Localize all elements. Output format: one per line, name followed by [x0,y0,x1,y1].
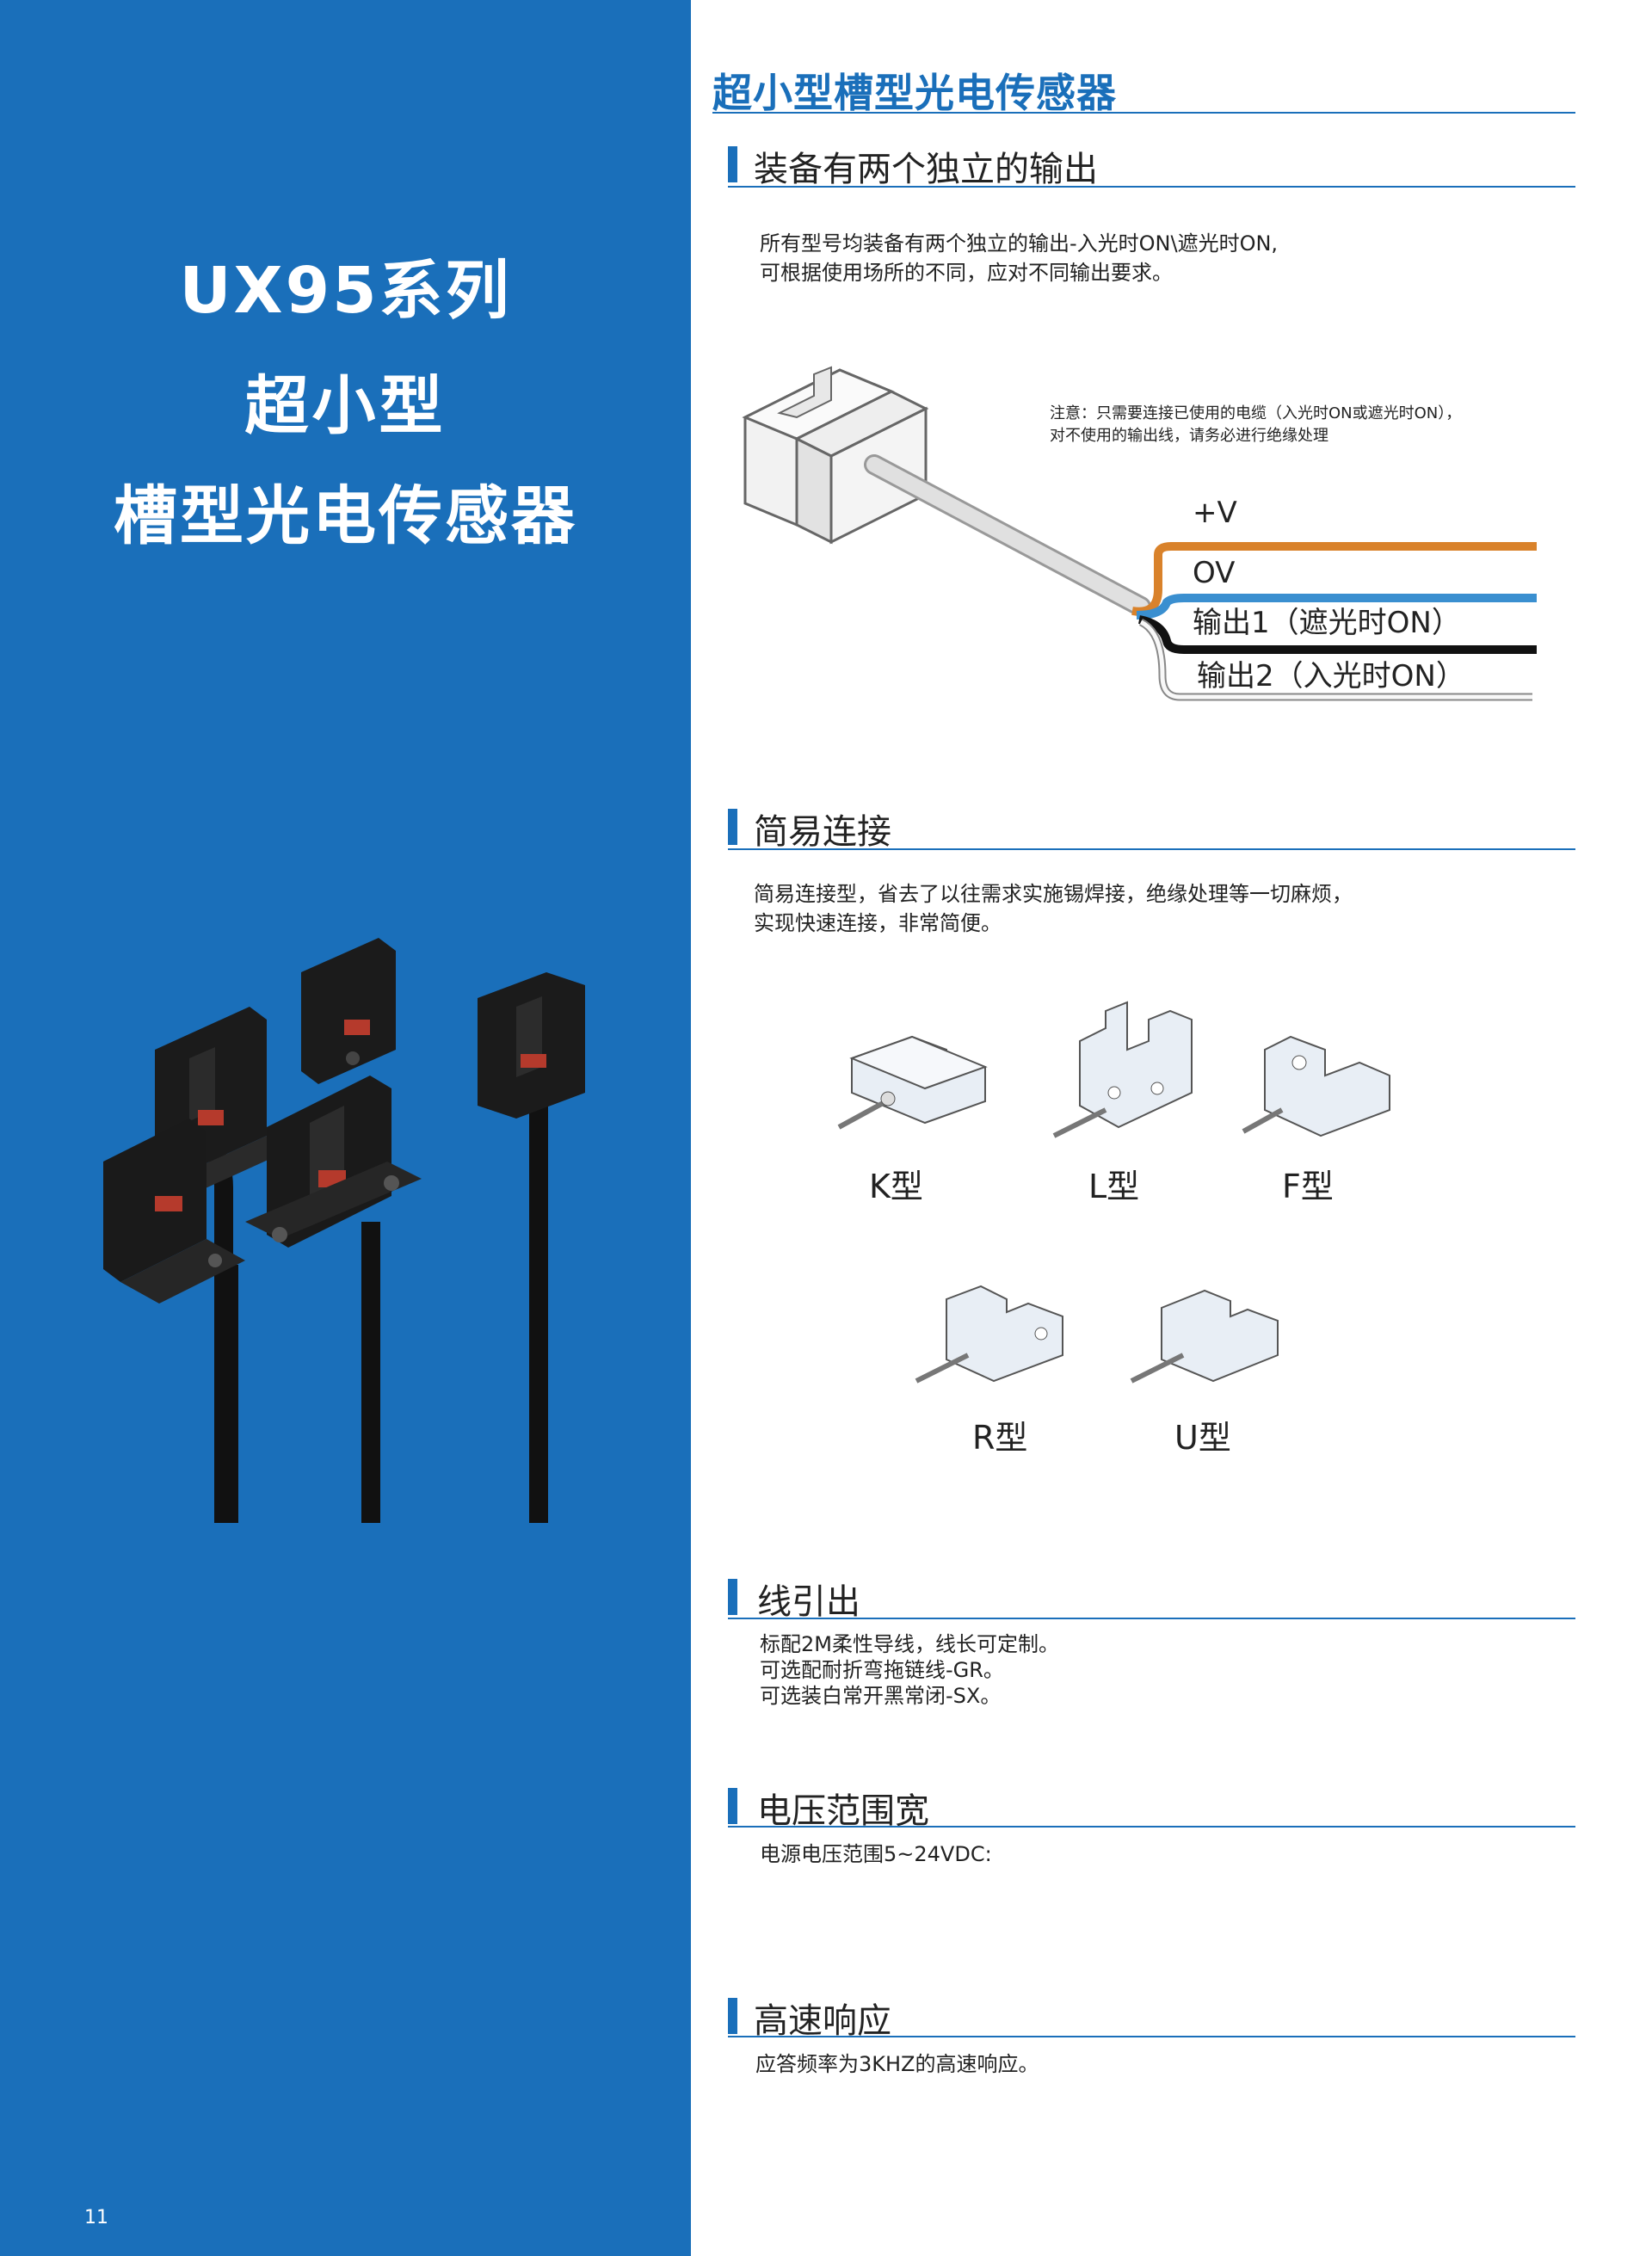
page-number: 11 [84,2207,108,2228]
section-marker [728,1579,737,1615]
text-line: 简易连接型，省去了以往需求实施锡焊接，绝缘处理等一切麻烦， [754,882,1353,906]
section-marker [728,809,737,845]
section-marker [728,146,737,182]
wiring-diagram: +V OV 输出1（遮光时ON） 输出2（入光时ON） [742,366,1537,701]
text-line: 实现快速连接，非常简便。 [754,911,1002,935]
f-type-label: F型 [1282,1168,1334,1205]
r-type-sensor-image [915,1285,1063,1384]
hero-title-series: UX95系列 [179,254,512,328]
note-line: 注意：只需要连接已使用的电缆（入光时ON或遮光时ON）， [1050,404,1462,422]
section-title-cable: 线引出 [757,1582,860,1622]
hero-title-product: 槽型光电传感器 [114,479,577,553]
u-type-sensor-image [1130,1289,1279,1384]
section-title-dual-output: 装备有两个独立的输出 [754,150,1098,189]
sensor-product-photo [103,938,585,1523]
page-title: 超小型槽型光电传感器 [712,70,1117,116]
section-rule [728,2036,1575,2037]
label-0v: OV [1193,556,1235,590]
title-underline [712,112,1575,114]
text-line: 可根据使用场所的不同，应对不同输出要求。 [760,261,1173,285]
text-line: 标配2M柔性导线，线长可定制。 [760,1632,1059,1656]
section-title-voltage: 电压范围宽 [757,1791,929,1831]
section-rule [728,1618,1575,1619]
section-text-cable: 标配2M柔性导线，线长可定制。 可选配耐折弯拖链线-GR。 可选装白常开黑常闭-… [760,1631,1059,1709]
note-line: 对不使用的输出线，请务必进行绝缘处理 [1050,427,1328,445]
k-type-label: K型 [869,1168,923,1205]
section-marker [728,1998,737,2034]
section-text-voltage: 电源电压范围5~24VDC: [760,1840,992,1869]
wiring-note: 注意：只需要连接已使用的电缆（入光时ON或遮光时ON）， 对不使用的输出线，请务… [1050,403,1461,447]
section-rule [728,848,1575,850]
text-line: 应答频率为3KHZ的高速响应。 [755,2052,1039,2076]
l-type-label: L型 [1088,1168,1140,1205]
r-type-label: R型 [972,1419,1028,1457]
section-title-response: 高速响应 [754,2001,891,2041]
label-plus-v: +V [1193,496,1237,530]
text-line: 所有型号均装备有两个独立的输出-入光时ON\遮光时ON, [760,231,1279,256]
label-output-2: 输出2（入光时ON） [1197,659,1465,693]
section-title-easy-connect: 简易连接 [754,812,891,852]
u-type-label: U型 [1174,1419,1231,1457]
section-rule [728,186,1575,188]
hero-title-size: 超小型 [244,369,447,443]
section-text-easy-connect: 简易连接型，省去了以往需求实施锡焊接，绝缘处理等一切麻烦， 实现快速连接，非常简… [754,879,1353,938]
l-type-sensor-image [1052,1001,1193,1138]
text-line: 可选配耐折弯拖链线-GR。 [760,1658,1004,1682]
f-type-sensor-image [1242,1035,1390,1137]
label-output-1: 输出1（遮光时ON） [1193,606,1461,640]
section-rule [728,1826,1575,1828]
section-text-dual-output: 所有型号均装备有两个独立的输出-入光时ON\遮光时ON, 可根据使用场所的不同，… [760,229,1278,287]
section-text-response: 应答频率为3KHZ的高速响应。 [755,2050,1039,2079]
text-line: 可选装白常开黑常闭-SX。 [760,1684,1002,1708]
text-line: 电源电压范围5~24VDC: [760,1842,992,1866]
k-type-sensor-image [837,1035,988,1130]
section-marker [728,1788,737,1824]
